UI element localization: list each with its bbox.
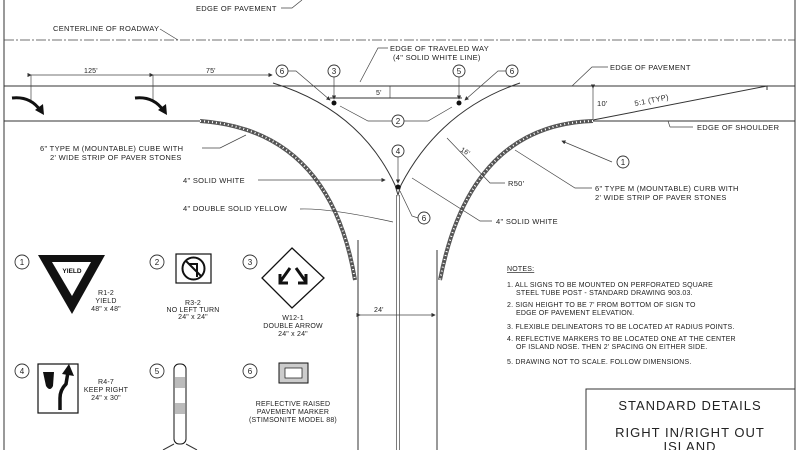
double-yellow-label: 4" DOUBLE SOLID YELLOW [183,204,288,213]
right-turn-arrow-icon [134,96,165,111]
edge-of-shoulder-label: EDGE OF SHOULDER [697,123,780,132]
sign-3-double-arrow: 3 W12-1 DOUBLE ARROW 24" x 24" [242,247,325,338]
svg-text:1. ALL SIGNS TO BE MOUNTED ON: 1. ALL SIGNS TO BE MOUNTED ON PERFORATED… [507,282,713,289]
svg-text:24" x 30": 24" x 30" [91,395,121,402]
svg-text:6: 6 [422,214,427,223]
dim-5: 5' [376,90,382,97]
svg-text:YIELD: YIELD [62,268,81,275]
edge-traveled-way-label-2: (4" SOLID WHITE LINE) [393,53,481,62]
svg-text:6: 6 [248,367,253,376]
island-outline [272,82,521,197]
svg-text:4: 4 [20,367,25,376]
sign-1-yield: 1 YIELD R1-2 YIELD 48" x 48" [14,254,121,314]
svg-text:YIELD: YIELD [95,298,116,305]
solid-white-right-label: 4" SOLID WHITE [496,217,558,226]
svg-text:48" x 48": 48" x 48" [91,306,121,313]
no-left-turn-icon [181,256,206,281]
callout-6: 6 [417,211,431,225]
svg-text:KEEP RIGHT: KEEP RIGHT [84,387,129,394]
edge-of-pavement-top-label: EDGE OF PAVEMENT [196,4,277,13]
item-5-flexible-delineator: 5 [149,363,198,450]
svg-text:NO LEFT TURN: NO LEFT TURN [166,307,219,314]
svg-text:R3-2: R3-2 [185,300,201,307]
sign-2-no-left-turn: 2 R3-2 NO LEFT TURN 24" x 24" [149,253,219,321]
svg-text:R4-7: R4-7 [98,379,114,386]
svg-text:2: 2 [396,117,401,126]
callout-1: 1 [616,155,630,169]
svg-text:NOTES:: NOTES: [507,266,534,273]
callout-4: 4 [391,144,405,158]
svg-text:4: 4 [396,147,401,156]
callout-6: 6 [275,64,289,78]
title-block: STANDARD DETAILS RIGHT IN/RIGHT OUT ISLA… [585,388,796,450]
right-turn-arrow-icon [11,96,42,111]
curb-right-label-1: 6" TYPE M (MOUNTABLE) CURB WITH [595,184,739,193]
callout-3: 3 [327,64,341,78]
keep-right-sign-icon [43,372,54,389]
left-curb [199,119,357,281]
item-6-reflective-marker: 6 REFLECTIVE RAISED PAVEMENT MARKER (STI… [242,362,337,424]
svg-text:PAVEMENT MARKER: PAVEMENT MARKER [257,409,329,416]
svg-text:5: 5 [155,367,160,376]
svg-text:3. FLEXIBLE DELINEATORS TO BE: 3. FLEXIBLE DELINEATORS TO BE LOCATED AT… [507,324,735,331]
callout-2: 2 [391,114,405,128]
svg-text:24" x 24": 24" x 24" [178,314,208,321]
solid-white-left-label: 4" SOLID WHITE [183,176,245,185]
svg-text:RIGHT IN/RIGHT OUT: RIGHT IN/RIGHT OUT [615,425,765,440]
svg-text:DOUBLE ARROW: DOUBLE ARROW [263,323,323,330]
notes-block: NOTES: 1. ALL SIGNS TO BE MOUNTED ON PER… [507,266,736,366]
svg-text:R1-2: R1-2 [98,290,114,297]
svg-text:1: 1 [20,258,25,267]
svg-text:6: 6 [510,67,515,76]
svg-text:W12-1: W12-1 [282,315,304,322]
edge-of-pavement-right-label: EDGE OF PAVEMENT [610,63,691,72]
taper-line [592,85,768,121]
svg-text:REFLECTIVE RAISED: REFLECTIVE RAISED [256,401,331,408]
svg-text:6: 6 [280,67,285,76]
curb-left-label-1: 6" TYPE M (MOUNTABLE) CUBE WITH [40,144,183,153]
svg-text:(STIMSONITE MODEL 88): (STIMSONITE MODEL 88) [249,417,337,424]
svg-text:OF ISLAND NOSE. THEN 2' SPACI: OF ISLAND NOSE. THEN 2' SPACING ON EITHE… [516,344,707,351]
svg-text:2. SIGN HEIGHT TO BE 7' FROM B: 2. SIGN HEIGHT TO BE 7' FROM BOTTOM OF S… [507,302,696,309]
svg-text:4. REFLECTIVE MARKERS TO BE LO: 4. REFLECTIVE MARKERS TO BE LOCATED ONE … [507,336,736,343]
svg-text:24" x 24": 24" x 24" [278,331,308,338]
svg-text:ISLAND: ISLAND [664,439,717,450]
radius-label: R50' [508,179,525,188]
svg-text:EDGE OF PAVEMENT ELEVATION.: EDGE OF PAVEMENT ELEVATION. [516,310,634,317]
svg-text:STANDARD DETAILS: STANDARD DETAILS [618,398,761,413]
dim-125: 125' [84,68,98,75]
dim-75: 75' [206,68,216,75]
edge-traveled-way-label-1: EDGE OF TRAVELED WAY [390,44,489,53]
curb-right-label-2: 2' WIDE STRIP OF PAVER STONES [595,193,727,202]
curb-left-label-2: 2' WIDE STRIP OF PAVER STONES [50,153,182,162]
svg-text:2: 2 [155,258,160,267]
dim-16: 16' [459,147,471,158]
dim-10: 10' [597,99,608,108]
svg-text:5: 5 [457,67,462,76]
dim-24: 24' [374,307,384,314]
svg-text:3: 3 [332,67,337,76]
svg-text:STEEL TUBE POST - STANDARD DRA: STEEL TUBE POST - STANDARD DRAWING 903.0… [516,290,693,297]
double-arrow-sign-icon [261,247,325,309]
callout-5: 5 [452,64,466,78]
svg-text:5. DRAWING NOT TO SCALE. FOLL: 5. DRAWING NOT TO SCALE. FOLLOW DIMENSIO… [507,359,692,366]
svg-text:3: 3 [248,258,253,267]
right-curb [438,119,594,281]
sign-4-keep-right: 4 R4-7 KEEP RIGHT 24" x 30" [14,363,129,414]
centerline-label: CENTERLINE OF ROADWAY [53,24,159,33]
callout-6: 6 [505,64,519,78]
svg-text:1: 1 [621,158,626,167]
